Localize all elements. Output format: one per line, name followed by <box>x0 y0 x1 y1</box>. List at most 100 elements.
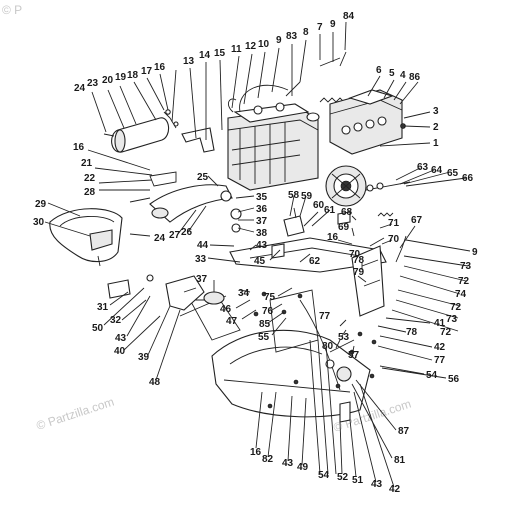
watermark-left: © Partzilla.com <box>35 395 116 433</box>
callout-44: 44 <box>197 240 209 251</box>
callout-43: 43 <box>115 333 127 344</box>
callout-28: 28 <box>84 187 96 198</box>
frame-crossmember <box>229 237 387 273</box>
callout-60: 60 <box>313 200 325 211</box>
callout-47: 47 <box>226 316 238 327</box>
callout-12: 12 <box>245 41 257 52</box>
callout-13: 13 <box>183 56 195 67</box>
callout-35: 35 <box>256 192 268 203</box>
callout-76: 76 <box>262 306 274 317</box>
callout-70: 70 <box>388 234 400 245</box>
callout-23: 23 <box>87 78 99 89</box>
callout-36: 36 <box>256 204 268 215</box>
callout-2: 2 <box>433 122 439 133</box>
callout-81: 81 <box>394 455 406 466</box>
callout-4: 4 <box>400 70 406 81</box>
callout-77: 77 <box>319 311 331 322</box>
callout-83: 83 <box>286 31 298 42</box>
callout-65: 65 <box>447 168 459 179</box>
callout-77: 77 <box>434 355 446 366</box>
callout-69: 69 <box>338 222 350 233</box>
callout-32: 32 <box>110 315 122 326</box>
callout-82: 82 <box>262 454 274 465</box>
callout-72: 72 <box>458 276 470 287</box>
callout-10: 10 <box>258 39 270 50</box>
callout-numbers: 84 9 7 8 83 9 10 12 11 15 14 13 16 17 18… <box>33 11 478 495</box>
callout-43: 43 <box>282 458 294 469</box>
callout-24: 24 <box>74 83 86 94</box>
callout-79: 79 <box>353 267 365 278</box>
callout-11: 11 <box>231 44 242 55</box>
callout-17: 17 <box>141 66 153 77</box>
callout-15: 15 <box>214 48 226 59</box>
cylinder-head <box>233 103 310 123</box>
callout-50: 50 <box>92 323 104 334</box>
callout-7: 7 <box>317 22 323 33</box>
callout-49: 49 <box>297 462 309 473</box>
callout-5: 5 <box>389 68 395 79</box>
callout-1: 1 <box>433 138 439 149</box>
callout-42: 42 <box>389 484 401 495</box>
callout-64: 64 <box>431 165 443 176</box>
callout-20: 20 <box>102 75 114 86</box>
callout-73: 73 <box>446 314 458 325</box>
callout-55: 55 <box>258 332 270 343</box>
callout-16: 16 <box>250 447 262 458</box>
callout-48: 48 <box>149 377 161 388</box>
callout-16: 16 <box>154 62 166 73</box>
callout-78: 78 <box>353 255 365 266</box>
callout-9: 9 <box>276 35 282 46</box>
callout-33: 33 <box>195 254 207 265</box>
callout-37: 37 <box>196 274 208 285</box>
callout-29: 29 <box>35 199 47 210</box>
callout-41: 41 <box>434 318 446 329</box>
callout-72: 72 <box>440 327 452 338</box>
muffler <box>111 117 170 153</box>
callout-46: 46 <box>220 304 232 315</box>
callout-57: 57 <box>348 350 360 361</box>
callout-80: 80 <box>322 341 334 352</box>
callout-67: 67 <box>411 215 423 226</box>
callout-72: 72 <box>450 302 462 313</box>
callout-66: 66 <box>462 173 474 184</box>
callout-52: 52 <box>337 472 349 483</box>
callout-86: 86 <box>409 72 421 83</box>
callout-85: 85 <box>259 319 271 330</box>
callout-58: 58 <box>288 190 300 201</box>
callout-71: 71 <box>388 218 400 229</box>
callout-54: 54 <box>426 370 438 381</box>
callout-53: 53 <box>338 332 350 343</box>
callout-87: 87 <box>398 426 410 437</box>
callout-43: 43 <box>256 240 268 251</box>
gasket-ring <box>306 112 320 122</box>
callout-8: 8 <box>303 27 309 38</box>
callout-37: 37 <box>256 216 268 227</box>
callout-6: 6 <box>376 65 382 76</box>
callout-14: 14 <box>199 50 211 61</box>
side-bracket <box>351 245 385 317</box>
callout-73: 73 <box>460 261 472 272</box>
callout-68: 68 <box>341 207 353 218</box>
callout-70: 70 <box>349 249 361 260</box>
callout-16: 16 <box>327 232 339 243</box>
callout-54: 54 <box>318 470 330 481</box>
callout-61: 61 <box>324 205 336 216</box>
callout-56: 56 <box>448 374 460 385</box>
callout-75: 75 <box>264 292 276 303</box>
callout-84: 84 <box>343 11 355 22</box>
callout-59: 59 <box>301 191 313 202</box>
callout-51: 51 <box>352 475 364 486</box>
callout-45: 45 <box>254 256 266 267</box>
mount-bracket <box>165 275 205 311</box>
callout-9: 9 <box>472 247 478 258</box>
callout-39: 39 <box>138 352 150 363</box>
callout-25: 25 <box>197 172 209 183</box>
callout-9: 9 <box>330 19 336 30</box>
callout-42: 42 <box>434 342 446 353</box>
callout-40: 40 <box>114 346 126 357</box>
watermark-top-left: © P <box>2 3 22 17</box>
callout-31: 31 <box>97 302 109 313</box>
callout-3: 3 <box>433 106 439 117</box>
callout-19: 19 <box>115 72 127 83</box>
